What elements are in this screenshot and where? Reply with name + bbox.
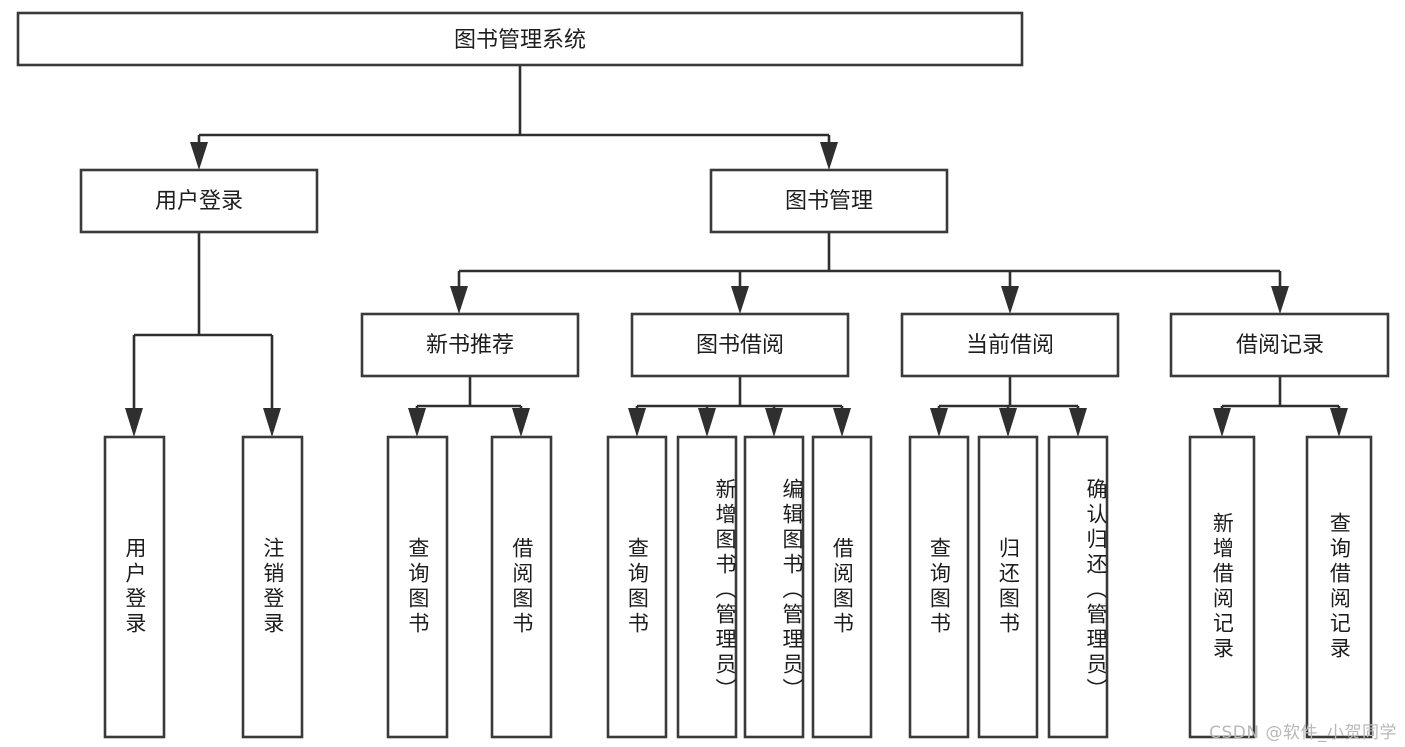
- node-root-label: 图书管理系统: [454, 28, 586, 53]
- leaf-box-confirm-return[interactable]: [1047, 435, 1109, 739]
- node-new-book-recommend-label: 新书推荐: [426, 333, 514, 358]
- arrow-head-leaf-query-record: [1330, 408, 1348, 437]
- arrow-head-book-borrow: [731, 286, 749, 314]
- node-book-borrow-box[interactable]: [630, 312, 850, 378]
- leaf-boxes-borrow-record: [1188, 435, 1373, 739]
- node-new-book-recommend[interactable]: 新书推荐: [360, 312, 580, 378]
- arrow-head-current-borrow: [1001, 286, 1019, 314]
- arrow-head-leaf-query-book-2: [628, 408, 646, 437]
- connector-group-new-book-to-leaves: [408, 376, 530, 437]
- arrow-head-book-manage: [820, 142, 838, 170]
- node-current-borrow-box[interactable]: [900, 312, 1120, 378]
- leaf-boxes-user-login: [103, 435, 304, 739]
- leaf-box-user-login[interactable]: [103, 435, 166, 739]
- leaf-box-add-record[interactable]: [1188, 435, 1256, 739]
- leaf-box-logout[interactable]: [241, 435, 304, 739]
- node-user-login[interactable]: 用户登录: [79, 168, 319, 234]
- node-borrow-record-label: 借阅记录: [1236, 333, 1324, 358]
- arrow-head-leaf-confirm-return: [1069, 408, 1087, 437]
- arrow-head-leaf-logout: [263, 408, 281, 437]
- arrow-head-leaf-user-login: [125, 408, 143, 437]
- node-borrow-record-box[interactable]: [1169, 312, 1390, 378]
- node-root[interactable]: 图书管理系统: [16, 11, 1024, 67]
- leaf-box-query-book-2[interactable]: [606, 435, 668, 739]
- leaf-box-query-book-1[interactable]: [386, 435, 449, 739]
- leaf-boxes-current-borrow: [908, 435, 1109, 739]
- connector-group-current-borrow-to-leaves: [930, 376, 1087, 437]
- leaf-box-query-book-3[interactable]: [908, 435, 970, 739]
- leaf-box-borrow-book-2[interactable]: [811, 435, 873, 739]
- arrow-head-leaf-add-book: [698, 408, 716, 437]
- leaf-box-borrow-book-1[interactable]: [490, 435, 553, 739]
- connector-group-borrow-record-to-leaves: [1213, 376, 1348, 437]
- arrow-head-leaf-borrow-book-1: [512, 408, 530, 437]
- arrow-head-leaf-edit-book: [765, 408, 783, 437]
- leaf-box-return-book[interactable]: [977, 435, 1039, 739]
- node-new-book-recommend-box[interactable]: [360, 312, 580, 378]
- leaf-boxes-new-book-recommend: [386, 435, 553, 739]
- arrow-head-new-book: [450, 286, 468, 314]
- leaf-box-add-book[interactable]: [676, 435, 738, 739]
- arrow-head-leaf-borrow-book-2: [833, 408, 851, 437]
- arrow-head-leaf-query-book-3: [930, 408, 948, 437]
- arrow-head-user-login: [190, 142, 208, 170]
- connector-group-root-to-level2: [190, 65, 838, 170]
- arrow-head-leaf-return-book: [999, 408, 1017, 437]
- node-book-borrow-label: 图书借阅: [696, 333, 784, 358]
- node-book-borrow[interactable]: 图书借阅: [630, 312, 850, 378]
- node-user-login-box[interactable]: [79, 168, 319, 234]
- node-current-borrow-label: 当前借阅: [966, 333, 1054, 358]
- arrow-head-borrow-record: [1271, 286, 1289, 314]
- node-book-manage-label: 图书管理: [785, 189, 873, 214]
- node-book-manage-box[interactable]: [709, 168, 949, 234]
- leaf-box-query-record[interactable]: [1305, 435, 1373, 739]
- connector-group-book-borrow-to-leaves: [628, 376, 851, 437]
- arrow-head-leaf-add-record: [1213, 408, 1231, 437]
- leaf-box-edit-book[interactable]: [743, 435, 805, 739]
- node-user-login-label: 用户登录: [155, 189, 243, 214]
- node-current-borrow[interactable]: 当前借阅: [900, 312, 1120, 378]
- node-root-box[interactable]: [16, 11, 1024, 67]
- watermark-text: CSDN @软件_小贺同学: [1209, 723, 1397, 743]
- arrow-head-leaf-query-book-1: [408, 408, 426, 437]
- leaf-boxes-book-borrow: [606, 435, 873, 739]
- connector-group-user-login-to-leaves: [125, 232, 281, 437]
- node-borrow-record[interactable]: 借阅记录: [1169, 312, 1390, 378]
- node-book-manage[interactable]: 图书管理: [709, 168, 949, 234]
- connector-group-book-manage-to-level3: [450, 232, 1289, 314]
